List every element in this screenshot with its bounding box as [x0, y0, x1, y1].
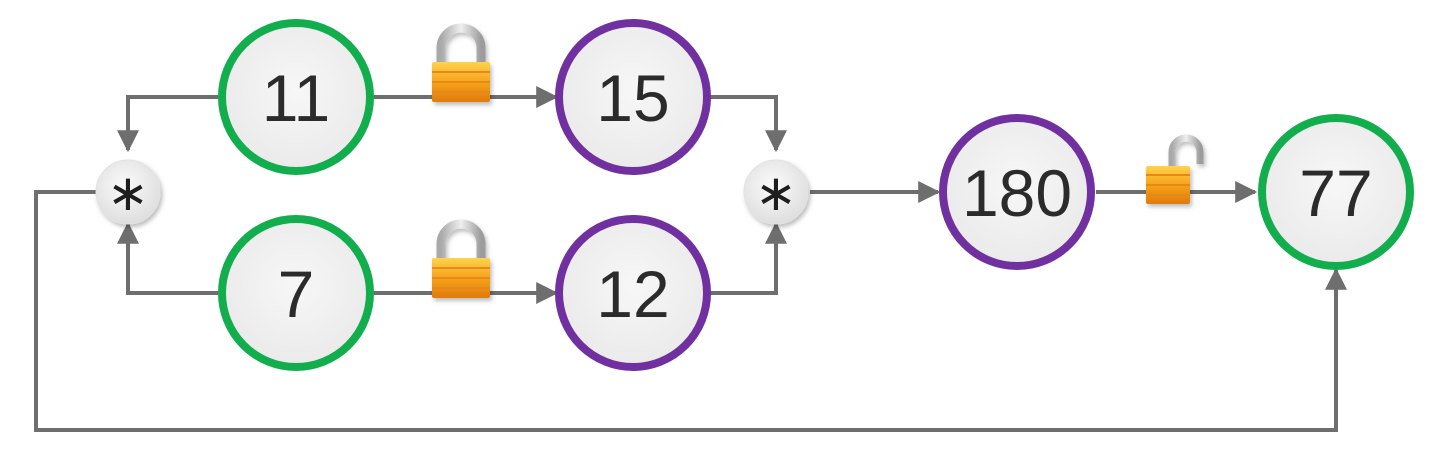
operator-right: ∗	[743, 159, 809, 225]
node-180-label: 180	[962, 156, 1072, 230]
edge-15-to-right-op	[710, 95, 787, 153]
locked-icon	[432, 23, 490, 102]
node-7: 7	[218, 215, 374, 371]
node-11-label: 11	[262, 61, 331, 135]
edge-11-to-left-op	[117, 95, 218, 153]
node-12: 12	[555, 215, 711, 371]
node-15-label: 15	[596, 61, 669, 135]
locked-icon	[432, 219, 490, 298]
edges	[34, 86, 1347, 432]
unlocked-icon	[1146, 134, 1204, 204]
edge-7-to-left-op	[117, 221, 218, 295]
edge-12-to-right-op	[710, 221, 787, 295]
node-7-label: 7	[278, 257, 315, 331]
node-77: 77	[1258, 114, 1414, 270]
operator-left: ∗	[95, 159, 161, 225]
node-180: 180	[939, 114, 1095, 270]
node-15: 15	[555, 19, 711, 175]
node-11: 11	[218, 19, 374, 175]
operator-left-symbol: ∗	[107, 164, 149, 222]
node-77-label: 77	[1299, 156, 1372, 230]
node-12-label: 12	[596, 257, 669, 331]
operator-right-symbol: ∗	[755, 164, 797, 222]
edge-left-op-to-77	[34, 190, 1347, 432]
